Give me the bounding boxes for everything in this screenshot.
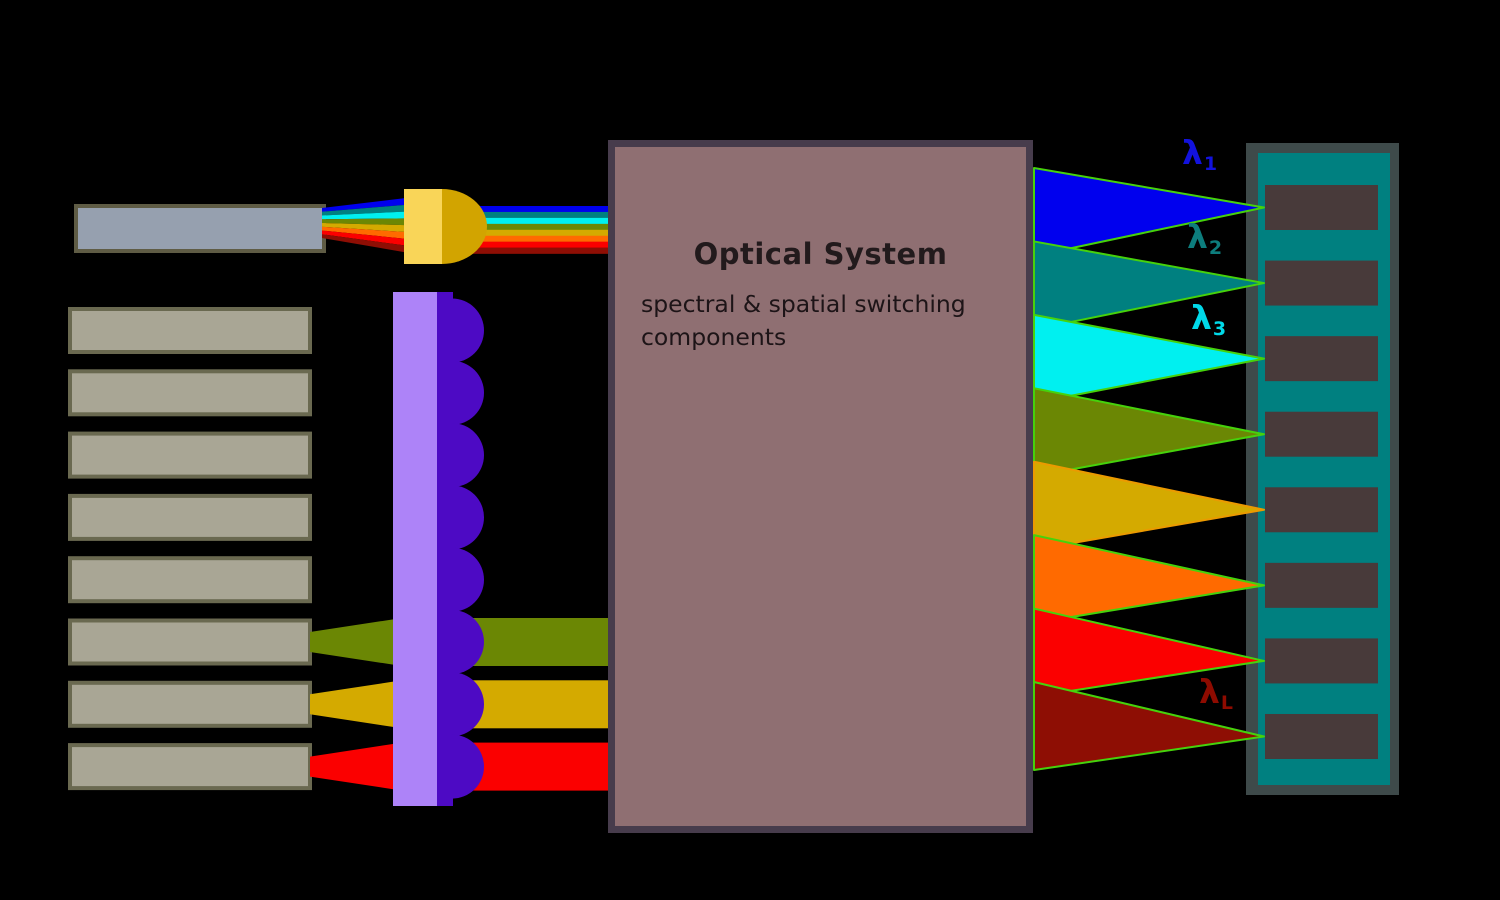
microlens-bump-5	[452, 547, 484, 612]
receiver-slot-6	[1265, 562, 1378, 608]
microlens-bump-2	[452, 360, 484, 425]
fiber-port-7	[68, 680, 312, 728]
fan-beam-lambda-4	[322, 218, 410, 226]
collimated-beam-lambda-4	[458, 223, 609, 231]
rainbow-fan-beams	[322, 197, 410, 254]
receiver-slots	[1265, 185, 1378, 759]
microlens-array-base	[437, 292, 453, 806]
fan-beam-lambda-1	[322, 197, 410, 212]
fiber-port-6	[68, 618, 312, 666]
microlens-bump-8	[452, 734, 484, 799]
output-beam-lambda-5	[1033, 460, 1265, 551]
microlens-bump-3	[452, 423, 484, 488]
collimated-beam-lambda-2	[458, 211, 609, 219]
lambda-subscript: 1	[1203, 153, 1218, 175]
collimated-beam-lambda-3	[458, 217, 609, 225]
optical-system-box	[608, 140, 1033, 833]
receiver-slot-3	[1265, 336, 1378, 382]
fan-beam-lambda-3	[322, 211, 410, 220]
receiver-array	[1246, 143, 1399, 795]
output-beam-lambda-3	[1033, 313, 1265, 404]
collimated-beam-lambda-7	[458, 241, 609, 248]
optical-system-subtitle-line1: spectral & spatial switching	[641, 290, 966, 318]
optical-system-title: Optical System	[693, 237, 948, 271]
output-beam-lambda-1	[1033, 167, 1265, 257]
lambda-glyph: λ	[1191, 298, 1212, 337]
lambda-subscript: 2	[1208, 237, 1223, 259]
fiber-port-5	[68, 556, 312, 604]
fiber-port-4	[68, 493, 312, 541]
label-lambda-1: λ1	[1182, 136, 1217, 181]
output-beam-lambda-6	[1033, 534, 1265, 625]
fan-beam-lambda-6	[322, 226, 410, 240]
receiver-slot-2	[1265, 260, 1378, 306]
receiver-slot-4	[1265, 411, 1378, 457]
receiver-array-body	[1258, 153, 1390, 785]
microlens-bump-7	[452, 672, 484, 737]
lambda-subscript: L	[1220, 692, 1233, 714]
diverging-beam-fiber-6	[310, 618, 402, 666]
output-beam-lambda-7	[1033, 607, 1265, 698]
collimated-beam-lambda-8	[458, 247, 609, 254]
fan-beam-lambda-2	[322, 204, 410, 216]
fiber-port-2	[68, 369, 312, 417]
fiber-port-beams	[310, 618, 609, 791]
receiver-slot-1	[1265, 185, 1378, 230]
lambda-glyph: λ	[1199, 672, 1220, 711]
receiver-slot-7	[1265, 638, 1378, 684]
collimated-beam-lambda-1	[458, 206, 609, 213]
collimated-beam-lambda-6	[458, 235, 609, 242]
diverging-beam-fiber-7	[310, 680, 402, 729]
output-beam-lambda-2	[1033, 240, 1265, 331]
output-beam-lambda-8	[1033, 681, 1265, 772]
label-lambda-L: λL	[1199, 675, 1233, 720]
collimated-beam-lambda-5	[458, 229, 609, 236]
diverging-beam-fiber-8	[310, 742, 402, 791]
label-lambda-2: λ2	[1187, 220, 1222, 265]
fan-beam-lambda-5	[322, 223, 410, 233]
input-fiber-multiwavelength	[74, 204, 326, 253]
rainbow-collimated-beams	[458, 206, 609, 254]
microlens-bump-6	[452, 610, 484, 674]
fiber-port-3	[68, 431, 312, 479]
fan-beam-lambda-7	[322, 230, 410, 247]
microlens-bump-4	[452, 485, 485, 550]
collimating-lens	[404, 189, 488, 264]
lambda-glyph: λ	[1187, 217, 1208, 256]
fiber-port-8	[68, 743, 312, 791]
output-beam-lambda-4	[1033, 387, 1265, 478]
microlens-array-substrate	[393, 292, 437, 806]
demultiplexed-output-beams	[1033, 167, 1265, 772]
fiber-port-1	[68, 307, 312, 354]
fan-beam-lambda-8	[322, 234, 410, 254]
label-lambda-3: λ3	[1191, 301, 1226, 346]
optical-system-subtitle-line2: components	[641, 323, 787, 351]
collimating-lens-body	[404, 189, 442, 264]
receiver-slot-8	[1265, 713, 1378, 759]
optical-system-subtitle: spectral & spatial switching components	[641, 288, 1021, 354]
lambda-glyph: λ	[1182, 133, 1203, 172]
microlens-bump-1	[452, 298, 484, 363]
lambda-subscript: 3	[1212, 318, 1227, 340]
fiber-port-stack	[68, 307, 312, 791]
microlens-bumps	[452, 298, 485, 799]
receiver-slot-5	[1265, 487, 1378, 533]
microlens-array	[393, 292, 485, 806]
collimating-lens-curved-face	[442, 189, 488, 264]
